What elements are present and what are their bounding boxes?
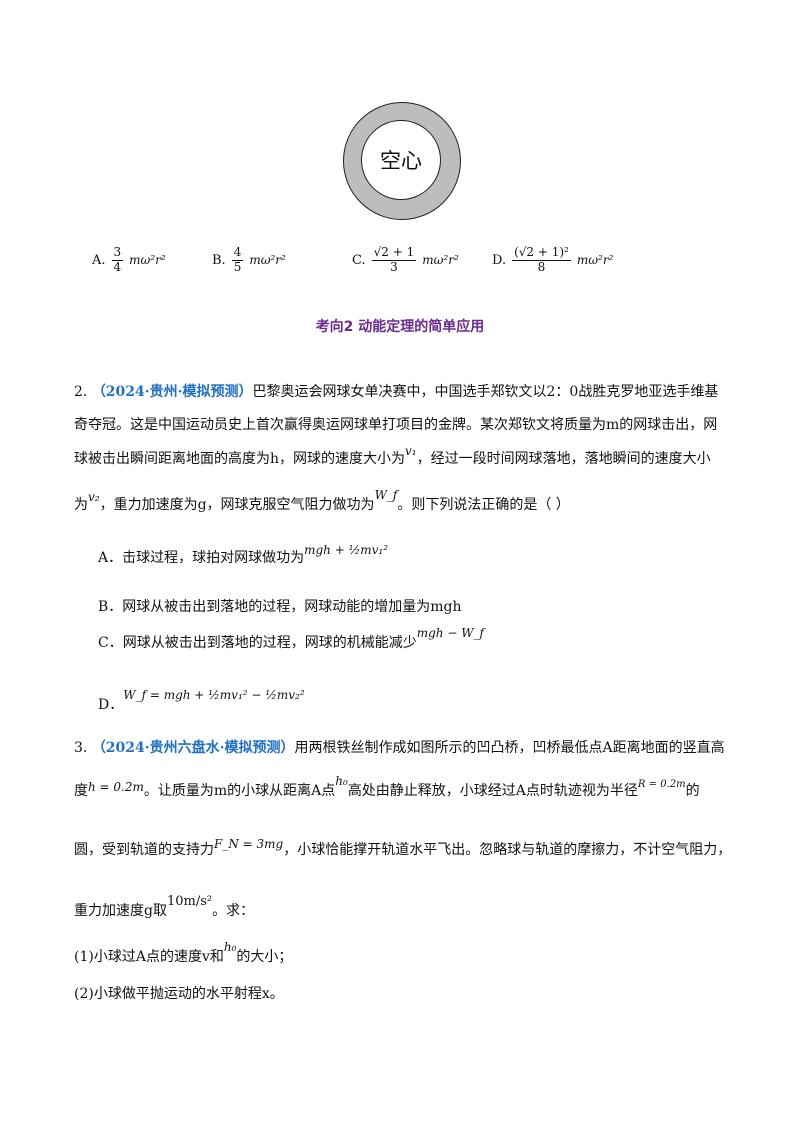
denominator: 4 [113,259,122,274]
q3-sub2: (2)小球做平抛运动的水平射程x。 [74,986,284,1002]
option-letter: A. [92,252,106,268]
q2-option-a[interactable]: A．击球过程，球拍对网球做功为mgh + ½mv₁² [98,543,388,567]
q2-option-c[interactable]: C．网球从被击出到落地的过程，网球的机械能减少mgh − W_f [98,626,484,652]
q2-option-d[interactable]: D．W_f = mgh + ½mv₁² − ½mv₂² [98,684,305,713]
question-source: （2024·贵州六盘水·模拟预测） [91,740,295,756]
q2-option-b[interactable]: B．网球从被击出到落地的过程，网球动能的增加量为mgh [98,599,462,615]
q2-line4: 为v₂，重力加速度为g，网球克服空气阻力做功为W_f。则下列说法正确的是（ ） [74,488,570,514]
numerator: √2 + 1 [371,245,417,261]
option-formula: mgh − W_f [416,626,484,640]
v2-symbol: v₂ [88,490,100,504]
q3-sub1-text-b: 的大小； [236,949,293,965]
q2-text-1: 巴黎奥运会网球女单决赛中，中国选手郑钦文以2：0战胜克罗地亚选手维基 [252,384,719,400]
q3-sub1: (1)小球过A点的速度v和h₀的大小； [74,940,293,966]
q2-text-4a: 为 [74,497,88,513]
q3-text-2c: 高处由静止释放，小球经过A点时轨迹视为半径 [347,783,638,799]
option-formula: mgh + ½mv₁² [304,543,389,557]
q2-text-4c: 。则下列说法正确的是（ ） [397,497,570,513]
q3-text-4a: 重力加速度g取 [74,903,167,919]
option-formula: W_f = mgh + ½mv₁² − ½mv₂² [123,688,305,702]
q3-text-3a: 圆，受到轨道的支持力 [74,842,214,858]
q3-text-1: 用两根铁丝制作成如图所示的凹凸桥，凹桥最低点A距离地面的竖直高 [294,740,725,756]
h-equation: h = 0.2m [88,780,144,794]
q2-text-4b: ，重力加速度为g，网球克服空气阻力做功为 [99,497,375,513]
q3-line4: 重力加速度g取10m/s²。求： [74,894,255,920]
denominator: 8 [537,259,546,274]
option-letter: B. [212,252,226,268]
q3-text-2a: 度 [74,783,88,799]
question-number: 3. [74,740,88,756]
formula-tail: mω²r² [129,253,166,268]
option-text: C．网球从被击出到落地的过程，网球的机械能减少 [98,635,417,651]
formula-tail: mω²r² [576,253,614,268]
ring-outer: 空心 [343,102,461,220]
section-title: 考向2 动能定理的简单应用 [315,319,485,335]
q2-line2: 奇夺冠。这是中国运动员史上首次赢得奥运网球单打项目的金牌。某次郑钦文将质量为m的… [74,417,718,433]
q3-text-2b: 。让质量为m的小球从距离A点 [143,783,336,799]
r-equation: R = 0.2m [637,779,686,790]
q3-line1: 3. （2024·贵州六盘水·模拟预测）用两根铁丝制作成如图所示的凹凸桥，凹桥最… [74,737,725,757]
denominator: 3 [390,259,398,274]
formula-tail: mω²r² [422,253,459,268]
denominator: 5 [233,259,242,274]
formula-tail: mω²r² [249,253,286,268]
option-letter: D. [492,252,507,268]
q3-line2: 度h = 0.2m。让质量为m的小球从距离A点h₀高处由静止释放，小球经过A点时… [74,774,700,800]
q2-text-3b: ，经过一段时间网球落地，落地瞬间的速度大小 [416,451,711,467]
g-value: 10m/s² [166,894,213,909]
question-source: （2024·贵州·模拟预测） [91,384,253,400]
q3-text-3b: ，小球恰能撑开轨道水平飞出。忽略球与轨道的摩擦力，不计空气阻力， [283,842,732,858]
hollow-ring-figure: 空心 [343,102,461,220]
q3-text-4b: 。求： [212,903,255,919]
q3-sub1-text-a: (1)小球过A点的速度v和 [74,949,224,965]
q2-text-3a: 球被击出瞬间距离地面的高度为h，网球的速度大小为 [74,451,406,467]
option-text: A．击球过程，球拍对网球做功为 [98,550,305,566]
h0-symbol: h₀ [335,774,348,788]
wf-symbol: W_f [374,488,398,502]
fn-equation: F_N = 3mg [214,837,284,851]
numerator: 4 [231,245,244,261]
q2-line3: 球被击出瞬间距离地面的高度为h，网球的速度大小为v₁，经过一段时间网球落地，落地… [74,444,711,468]
h0-symbol: h₀ [223,940,237,954]
numerator: 3 [111,245,124,261]
q3-text-2d: 的 [685,783,700,799]
option-letter: C. [352,252,366,268]
question-number: 2. [74,384,88,400]
numerator: (√2 + 1)² [512,245,571,261]
q2-line1: 2. （2024·贵州·模拟预测）巴黎奥运会网球女单决赛中，中国选手郑钦文以2：… [74,381,718,401]
ring-inner-label: 空心 [361,120,441,200]
option-letter: D． [98,697,124,713]
v1-symbol: v₁ [405,444,417,458]
q3-line3: 圆，受到轨道的支持力F_N = 3mg，小球恰能撑开轨道水平飞出。忽略球与轨道的… [74,837,732,859]
